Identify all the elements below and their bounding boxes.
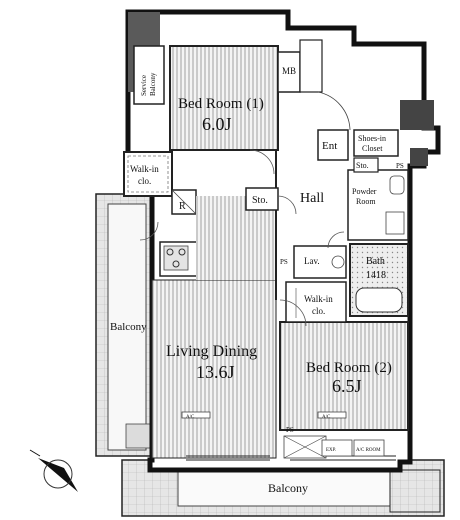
- ps-label-3: PS: [286, 426, 294, 434]
- laundry-area: [293, 245, 347, 279]
- bath-label: Bath: [366, 256, 385, 267]
- shoes-closet-area: [353, 129, 399, 157]
- storage-hall-label: Sto.: [252, 195, 268, 206]
- bedroom2-size: 6.5J: [332, 376, 362, 396]
- walkin2-sub: clo.: [312, 306, 325, 316]
- entrance-label: Ent: [322, 140, 337, 152]
- ps-label-1: PS: [396, 162, 404, 170]
- walkin2-label: Walk-in: [304, 294, 333, 304]
- fridge-label: R: [179, 201, 186, 212]
- living-floor: [151, 279, 277, 459]
- walkin1-label: Walk-in: [130, 164, 159, 174]
- powder-room-sub: Room: [356, 197, 376, 206]
- shoes-closet-sub: Closet: [362, 144, 383, 153]
- storage-ent: [353, 157, 379, 173]
- laundry-label: Lav.: [304, 256, 320, 266]
- storage-ent-label: Sto.: [356, 161, 369, 170]
- bedroom1-name: Bed Room (1): [178, 96, 264, 112]
- mb-label: MB: [282, 66, 296, 76]
- powder-room-label: Powder: [352, 187, 377, 196]
- storage-hall: [245, 187, 279, 211]
- service-balcony-label: Service: [140, 75, 148, 96]
- entrance-area: [317, 129, 349, 161]
- ps-label-2: PS: [280, 258, 288, 266]
- hall-label: Hall: [300, 191, 324, 206]
- bath-size: 1418: [366, 270, 386, 281]
- service-balcony: [133, 45, 165, 105]
- walkin1-sub: clo.: [138, 176, 151, 186]
- living-name: Living Dining: [166, 343, 257, 360]
- bedroom1-size: 6.0J: [202, 114, 232, 134]
- balcony-west: [95, 193, 153, 457]
- north-arrow-icon: [29, 449, 78, 492]
- hall-closet: [299, 39, 323, 93]
- balcony-west-label: Balcony: [110, 321, 147, 333]
- ac-label-2: A/C: [322, 415, 331, 420]
- unit-label-1: EXP.: [326, 448, 336, 453]
- balcony-south-label: Balcony: [268, 481, 308, 495]
- bedroom1-floor: [169, 45, 279, 151]
- shoes-closet-label: Shoes-in: [358, 134, 386, 143]
- bathtub: [355, 287, 403, 313]
- ac-units: [181, 411, 385, 459]
- living-size: 13.6J: [196, 362, 235, 382]
- door-swings: [139, 149, 345, 327]
- service-balcony-sub: Balcony: [149, 72, 157, 96]
- unit-label-2: A/C ROOM: [356, 448, 381, 453]
- ac-label-1: A/C: [186, 415, 195, 420]
- bedroom2-name: Bed Room (2): [306, 360, 392, 376]
- walkin1-area: [123, 151, 173, 197]
